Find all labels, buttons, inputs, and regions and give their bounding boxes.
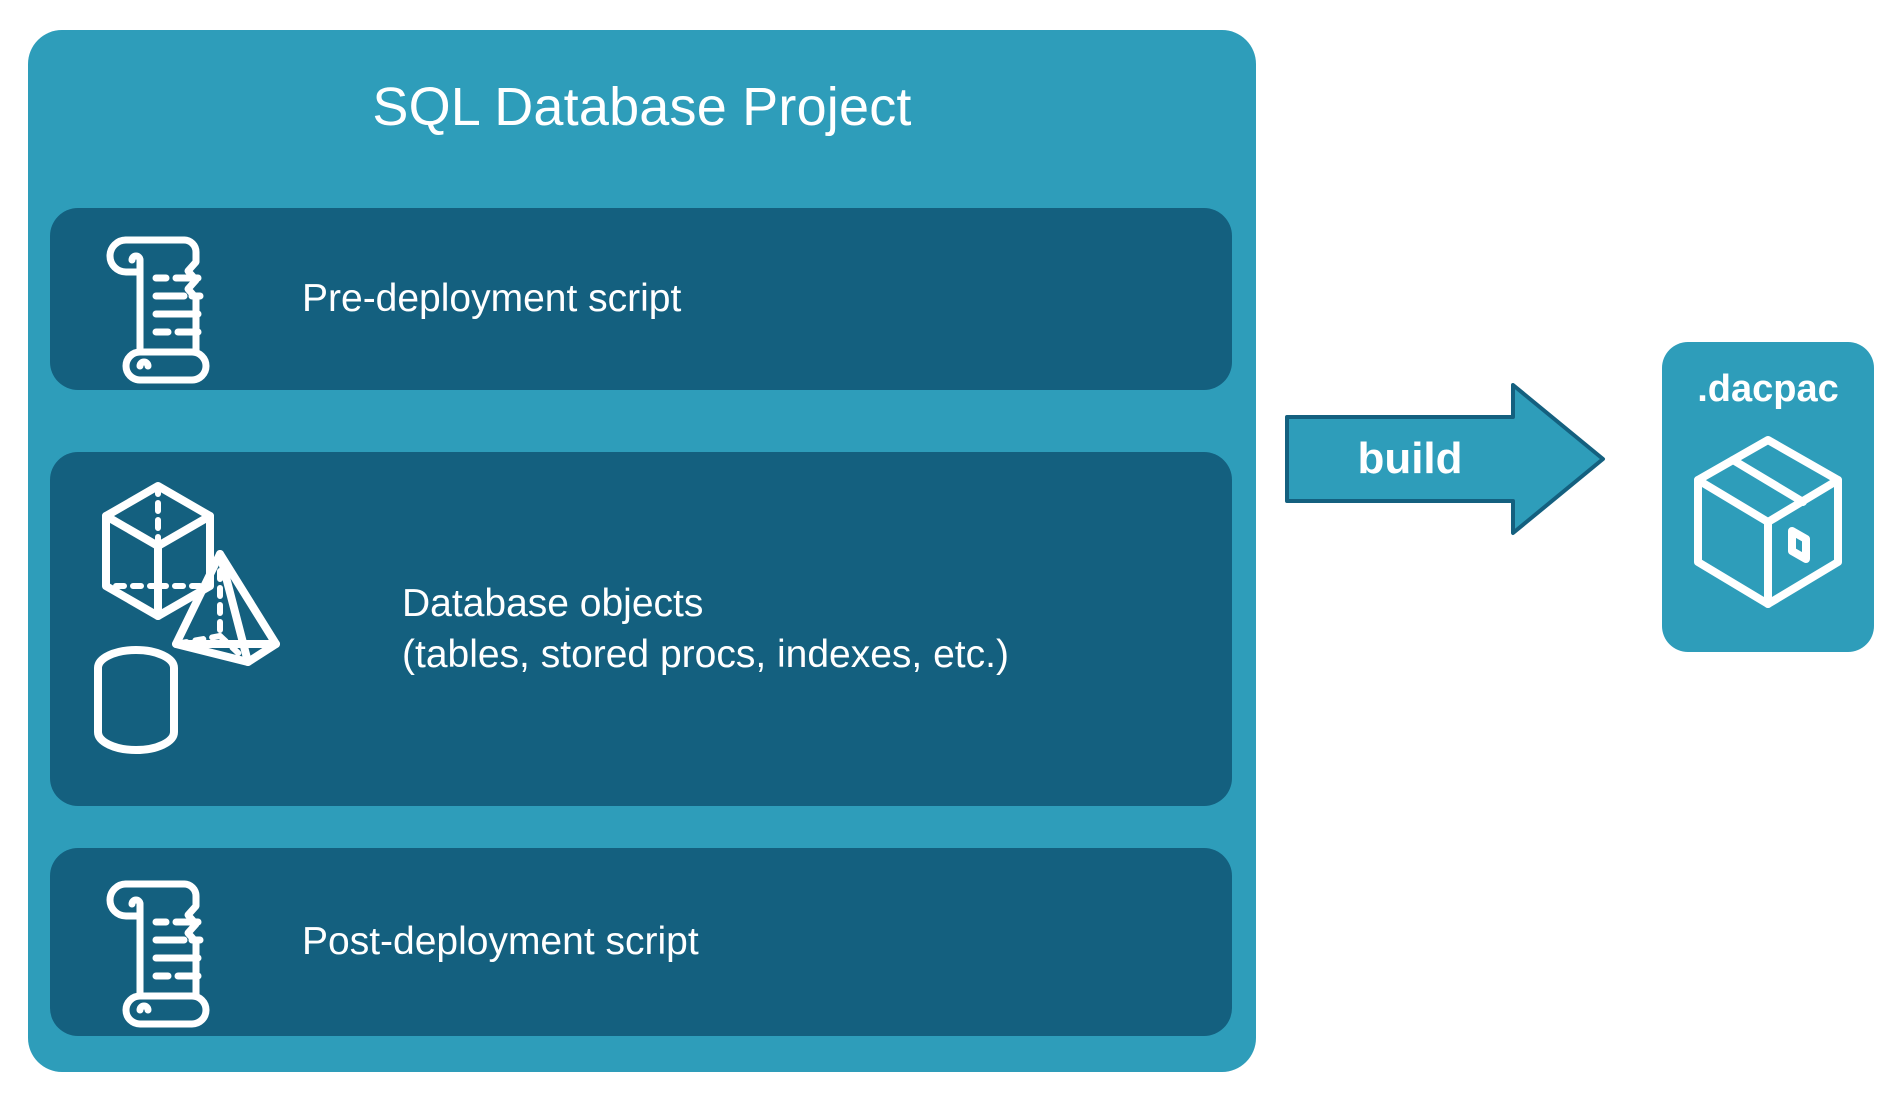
package-box-icon [1692, 434, 1844, 612]
panel-database-objects[interactable]: Database objects (tables, stored procs, … [50, 452, 1232, 806]
3d-shapes-icon [80, 476, 352, 776]
scroll-icon [92, 230, 232, 384]
dacpac-title: .dacpac [1697, 368, 1839, 410]
panel-database-objects-label: Database objects (tables, stored procs, … [402, 581, 1009, 676]
dacpac-output-card: .dacpac [1662, 342, 1874, 652]
panel-post-deployment[interactable]: Post-deployment script [50, 848, 1232, 1036]
sql-database-project-card: SQL Database Project [28, 30, 1256, 1072]
build-arrow [1285, 383, 1605, 535]
panel-post-deployment-label: Post-deployment script [302, 920, 699, 964]
scroll-icon [92, 874, 232, 1028]
panel-pre-deployment-label: Pre-deployment script [302, 277, 682, 321]
project-card-title: SQL Database Project [372, 77, 912, 137]
panel-pre-deployment[interactable]: Pre-deployment script [50, 208, 1232, 390]
